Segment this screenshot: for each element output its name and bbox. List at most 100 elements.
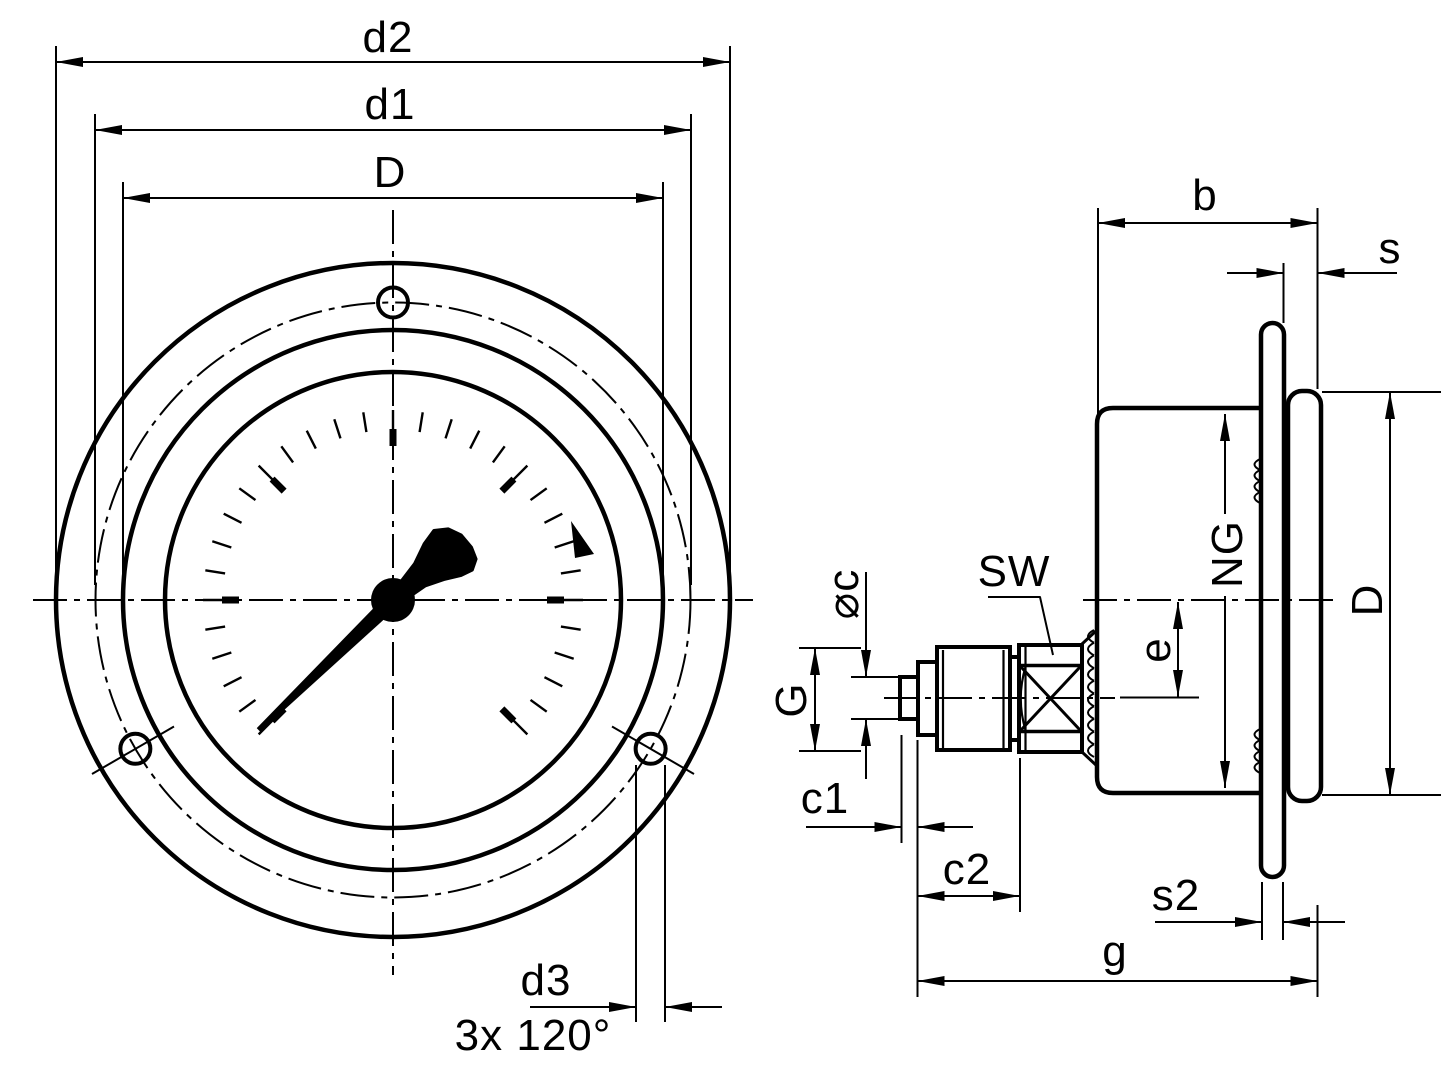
bolt-hole (376, 285, 410, 320)
minor-tick (543, 676, 563, 688)
thread-arc (1253, 458, 1261, 471)
dimension-arrowhead (1283, 917, 1310, 927)
scale-limit-marker (571, 521, 594, 558)
dimension-arrowhead (861, 650, 871, 677)
dim-label-D-side: D (1343, 584, 1392, 617)
case-outline (120, 327, 666, 873)
dim-label-SW: SW (978, 547, 1051, 596)
dimension-arrowhead (1317, 268, 1345, 278)
dimension-arrowhead (1220, 761, 1230, 788)
minor-tick (223, 676, 243, 688)
bezel-ring (1285, 388, 1324, 804)
minor-tick (560, 625, 581, 631)
dimension-arrowhead (917, 891, 945, 901)
minor-tick (491, 445, 506, 464)
major-tick-block (499, 476, 517, 494)
dim-label-d2: d2 (363, 13, 414, 62)
dimension-arrowhead (1385, 392, 1395, 419)
minor-tick (238, 698, 257, 713)
thread-arc (1087, 629, 1095, 644)
dimension-arrowhead (1290, 976, 1318, 986)
gauge-needle (256, 527, 478, 732)
dim-label-s2: s2 (1152, 871, 1200, 920)
minor-tick (529, 698, 548, 713)
dimension-arrowhead (917, 976, 945, 986)
minor-tick (543, 512, 563, 524)
dim-label-d1: d1 (365, 80, 416, 129)
thread-arc (1253, 750, 1261, 763)
bolt-circle (94, 301, 692, 899)
dimension-arrowhead (665, 1002, 692, 1012)
thread-arc (1087, 679, 1095, 695)
dimension-arrowhead (874, 822, 902, 832)
dial-scale-ticks (203, 410, 583, 736)
minor-tick (469, 430, 481, 450)
dimension-arrowhead (95, 125, 122, 135)
minor-tick (205, 569, 226, 575)
thread-arc (1087, 654, 1095, 669)
nut-case-transition (1080, 628, 1099, 646)
minor-tick (554, 651, 575, 660)
hole-pattern-note: 3x 120° (455, 1011, 612, 1060)
thread-arc (1087, 667, 1095, 682)
needle-counterweight (396, 527, 478, 600)
needle-pointer (256, 601, 392, 732)
front-view (33, 210, 753, 975)
minor-tick (362, 412, 368, 433)
thread-arc (1087, 743, 1095, 758)
dim-label-D-front: D (374, 148, 407, 197)
thread-arc (1253, 739, 1261, 752)
dim-label-s: s (1379, 224, 1402, 273)
dimension-arrowhead (810, 648, 820, 675)
minor-tick (211, 540, 232, 549)
nut-case-transition (1080, 750, 1099, 768)
dimension-arrowhead (1173, 602, 1183, 629)
minor-tick (418, 412, 424, 433)
thread-arc (1087, 692, 1095, 708)
minor-tick (529, 487, 548, 502)
dimension-arrowhead (1220, 414, 1230, 441)
major-tick-line (512, 464, 529, 481)
dimension-arrowhead (123, 193, 150, 203)
thread-arc (1253, 728, 1261, 741)
thread-arc (1087, 718, 1095, 733)
major-tick-line (512, 719, 529, 736)
dimension-arrowhead (917, 822, 945, 832)
hex-nut-cross-line (1019, 665, 1082, 732)
thread-arc (1087, 705, 1095, 720)
thread-arc (1253, 491, 1261, 504)
dim-label-e: e (1131, 637, 1180, 662)
bolt-hole (633, 731, 668, 766)
sw-leader-line (988, 596, 1054, 656)
dim-label-d3: d3 (521, 956, 572, 1005)
ring-outline (162, 369, 624, 831)
thread-arc (1253, 480, 1261, 493)
major-tick-block (499, 706, 517, 724)
needle-hub (371, 578, 415, 622)
thread-symbols (1087, 458, 1261, 774)
dimension-arrowhead (1290, 218, 1318, 228)
minor-tick (211, 651, 232, 660)
dimension-arrowhead (1098, 218, 1125, 228)
dim-label-phi-c: ⌀c (819, 569, 868, 620)
dim-label-g: g (1102, 927, 1127, 976)
dimension-arrowhead (993, 891, 1020, 901)
dimension-arrowhead (1256, 268, 1284, 278)
minor-tick (238, 487, 257, 502)
dim-label-c2: c2 (943, 845, 991, 894)
minor-tick (223, 512, 243, 524)
minor-tick (205, 625, 226, 631)
dimension-arrowhead (664, 125, 691, 135)
major-tick-line (257, 719, 274, 736)
dimension-arrowhead (636, 193, 663, 203)
dimension-arrowhead (1173, 670, 1183, 697)
minor-tick (444, 418, 453, 439)
bolt-hole (118, 731, 153, 766)
dimension-arrowhead (861, 719, 871, 746)
flange-outline (53, 260, 733, 940)
dim-label-G: G (767, 682, 816, 717)
